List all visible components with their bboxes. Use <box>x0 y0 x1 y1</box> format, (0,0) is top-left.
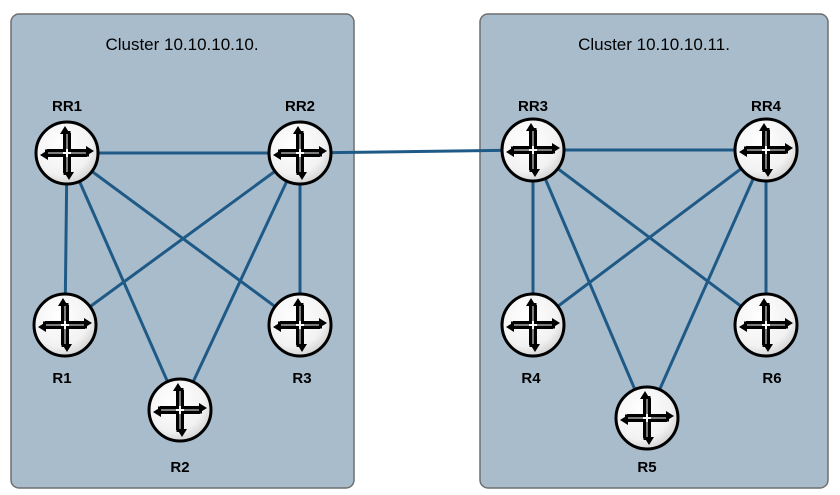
router-rr1: RR1 <box>34 98 100 186</box>
router-label-r2: R2 <box>170 459 189 476</box>
router-rr4: RR4 <box>733 98 799 183</box>
router-r2: R2 <box>147 377 213 476</box>
router-label-r6: R6 <box>762 370 781 387</box>
router-label-r1: R1 <box>52 370 71 387</box>
link-rr2-r2 <box>178 152 302 411</box>
router-r6: R6 <box>733 292 799 387</box>
router-rr3: RR3 <box>500 98 566 183</box>
router-rr2: RR2 <box>267 98 333 186</box>
link-rr4-r4 <box>532 148 767 327</box>
router-icon <box>34 120 100 186</box>
router-icon <box>733 117 799 183</box>
router-label-rr3: RR3 <box>518 98 548 115</box>
link-rr2-rr3 <box>299 148 534 155</box>
router-label-rr2: RR2 <box>285 98 315 115</box>
router-icon <box>267 120 333 186</box>
router-label-rr1: RR1 <box>52 98 82 115</box>
link-rr4-r5 <box>645 149 768 419</box>
router-icon <box>500 292 566 358</box>
router-label-r3: R3 <box>292 370 311 387</box>
router-r3: R3 <box>267 292 333 387</box>
router-r5: R5 <box>614 385 680 476</box>
cluster-panel-left <box>10 13 355 489</box>
router-icon <box>147 377 213 443</box>
router-r4: R4 <box>500 292 566 387</box>
router-icon <box>733 292 799 358</box>
cluster-title-right: Cluster 10.10.10.11. <box>578 35 730 54</box>
link-rr2-r1 <box>64 151 301 327</box>
router-label-r4: R4 <box>521 370 541 387</box>
router-icon <box>267 292 333 358</box>
cluster-title-left: Cluster 10.10.10.10. <box>105 35 258 54</box>
links-layer <box>63 148 768 419</box>
router-r1: R1 <box>32 292 98 387</box>
router-icon <box>32 292 98 358</box>
router-icon <box>614 385 680 451</box>
router-label-r5: R5 <box>637 459 656 476</box>
router-label-rr4: RR4 <box>751 98 782 115</box>
router-icon <box>500 117 566 183</box>
